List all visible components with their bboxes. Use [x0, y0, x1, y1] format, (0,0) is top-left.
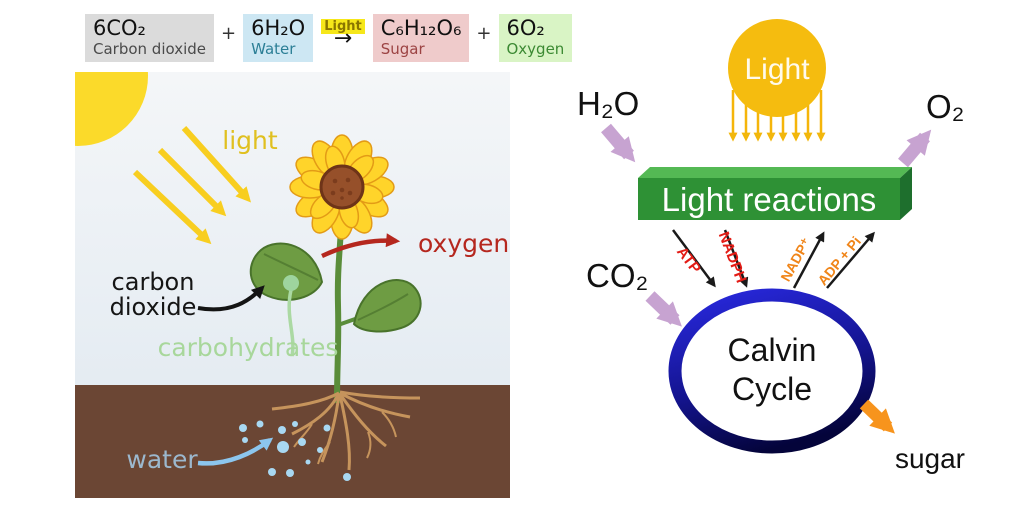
equation-term-sugar: C₆H₁₂O₆ Sugar [372, 14, 470, 63]
light-label: light [222, 126, 278, 155]
carbon-dioxide-label-line2: dioxide [110, 293, 197, 321]
left-leaf-vein [263, 253, 319, 281]
adp-return-arrow [826, 231, 875, 289]
formula-co2: 6CO₂ [93, 16, 146, 40]
calvin-cycle-ring [668, 288, 876, 454]
light-source-icon [728, 19, 826, 117]
h2o-label: H₂O [577, 85, 639, 122]
oxygen-arrow [321, 233, 401, 259]
carbohydrates-label: carbohydrates [158, 333, 339, 362]
photosynthesis-cycle-schematic: Light H₂O O₂ Light reactions ATP NADPH N… [577, 19, 965, 474]
formula-glucose-name: Sugar [380, 39, 425, 58]
calvin-cycle-label-line1: Calvin [728, 332, 817, 368]
formula-o2: 6O₂ [506, 16, 545, 40]
co2-input-arrow [645, 291, 682, 327]
chemical-equation-bar: 6CO₂ Carbon dioxide + 6H₂O Water Light →… [85, 14, 573, 63]
sun-icon [75, 72, 148, 146]
light-reactions-box: Light reactions [638, 167, 912, 220]
formula-co2-name: Carbon dioxide [93, 39, 207, 58]
o2-output-arrow [898, 129, 932, 168]
nadph-arrow [723, 229, 749, 288]
light-circle-label: Light [744, 53, 810, 86]
nadph-label: NADPH [715, 229, 750, 285]
equation-term-carbon-dioxide: 6CO₂ Carbon dioxide [85, 14, 215, 63]
oxygen-label: oxygen [418, 229, 509, 258]
calvin-cycle-label-line2: Cycle [732, 371, 812, 407]
formula-h2o: 6H₂O [251, 16, 306, 40]
sugar-label: sugar [895, 443, 965, 474]
reaction-arrow-icon: → [333, 26, 353, 52]
plus-sign: + [221, 22, 237, 44]
left-leaf [249, 242, 324, 301]
right-leaf-vein [357, 293, 409, 321]
h2o-input-arrow [601, 123, 636, 163]
water-label: water [126, 445, 198, 474]
o2-label: O₂ [926, 88, 964, 125]
plus-sign: + [476, 22, 492, 44]
water-arrow [197, 437, 274, 466]
formula-o2-name: Oxygen [506, 39, 565, 58]
carbohydrate-node [283, 275, 299, 291]
nadp-return-arrow [792, 231, 825, 289]
light-reactions-label: Light reactions [662, 181, 877, 218]
sugar-output-arrow [859, 399, 895, 434]
light-condition-label: Light [321, 19, 365, 35]
atp-label: ATP [673, 244, 704, 277]
sunflower-icon [289, 134, 395, 240]
carbohydrates-flow-line [287, 289, 295, 357]
sunlight-rays-icon [132, 125, 252, 245]
carbon-dioxide-label-line1: carbon [112, 268, 195, 296]
soil-ground [75, 385, 510, 498]
reaction-arrow-group: Light → [321, 19, 365, 52]
atp-arrow [671, 229, 716, 288]
formula-glucose: C₆H₁₂O₆ [380, 16, 462, 40]
water-droplets-icon [239, 420, 351, 481]
co2-label: CO₂ [586, 257, 648, 294]
equation-term-water: 6H₂O Water [243, 14, 314, 63]
adp-pi-label: ADP + Pi [814, 233, 864, 288]
exchange-arrows [671, 229, 875, 289]
formula-h2o-name: Water [251, 39, 296, 58]
roots-icon [271, 390, 421, 471]
carbon-dioxide-arrow [197, 285, 265, 312]
equation-term-oxygen: 6O₂ Oxygen [498, 14, 573, 63]
plant-photosynthesis-illustration: light [75, 72, 510, 498]
